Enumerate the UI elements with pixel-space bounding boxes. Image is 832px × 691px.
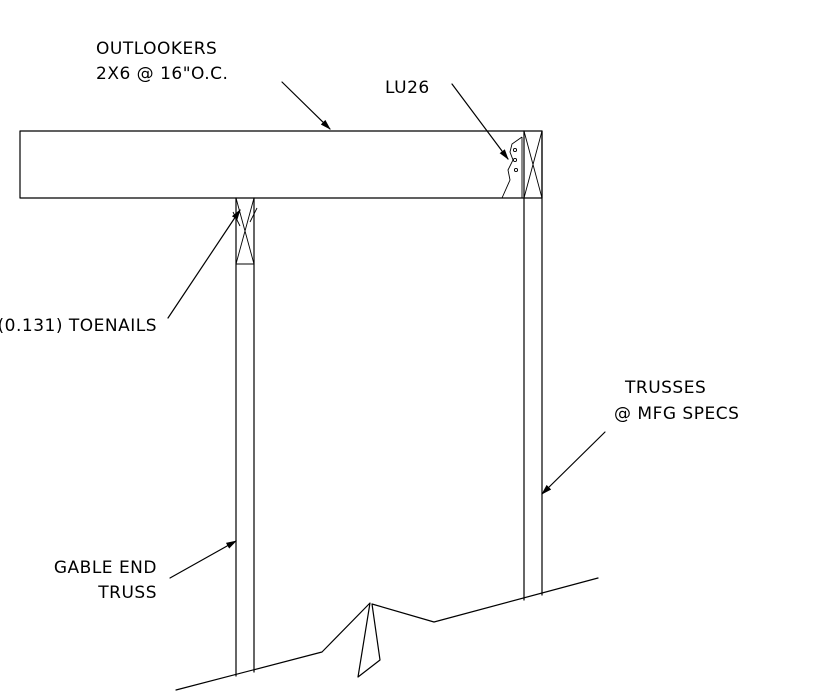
trusses-label-line1: TRUSSES: [624, 378, 706, 398]
gable-end-truss-member: [232, 197, 258, 677]
toenails-label: (3) 10D (0.131) TOENAILS: [0, 316, 157, 336]
lu26-hanger: [501, 136, 523, 199]
toenails-leader: [167, 209, 241, 319]
truss-member: [523, 130, 543, 601]
outlookers-label-line2: 2X6 @ 16"O.C.: [96, 64, 228, 84]
gable-leader: [169, 540, 237, 579]
break-line: [175, 577, 599, 691]
outlooker-beam: [19, 130, 543, 199]
trusses-leader: [541, 431, 606, 495]
lu26-label: LU26: [385, 78, 430, 98]
gable-label-line2: TRUSS: [97, 583, 157, 603]
outlookers-label-line1: OUTLOOKERS: [96, 39, 217, 59]
gable-label-line1: GABLE END: [54, 558, 157, 578]
outlookers-leader: [281, 81, 331, 130]
lu26-leader: [451, 83, 509, 160]
trusses-label-line2: @ MFG SPECS: [614, 404, 739, 424]
